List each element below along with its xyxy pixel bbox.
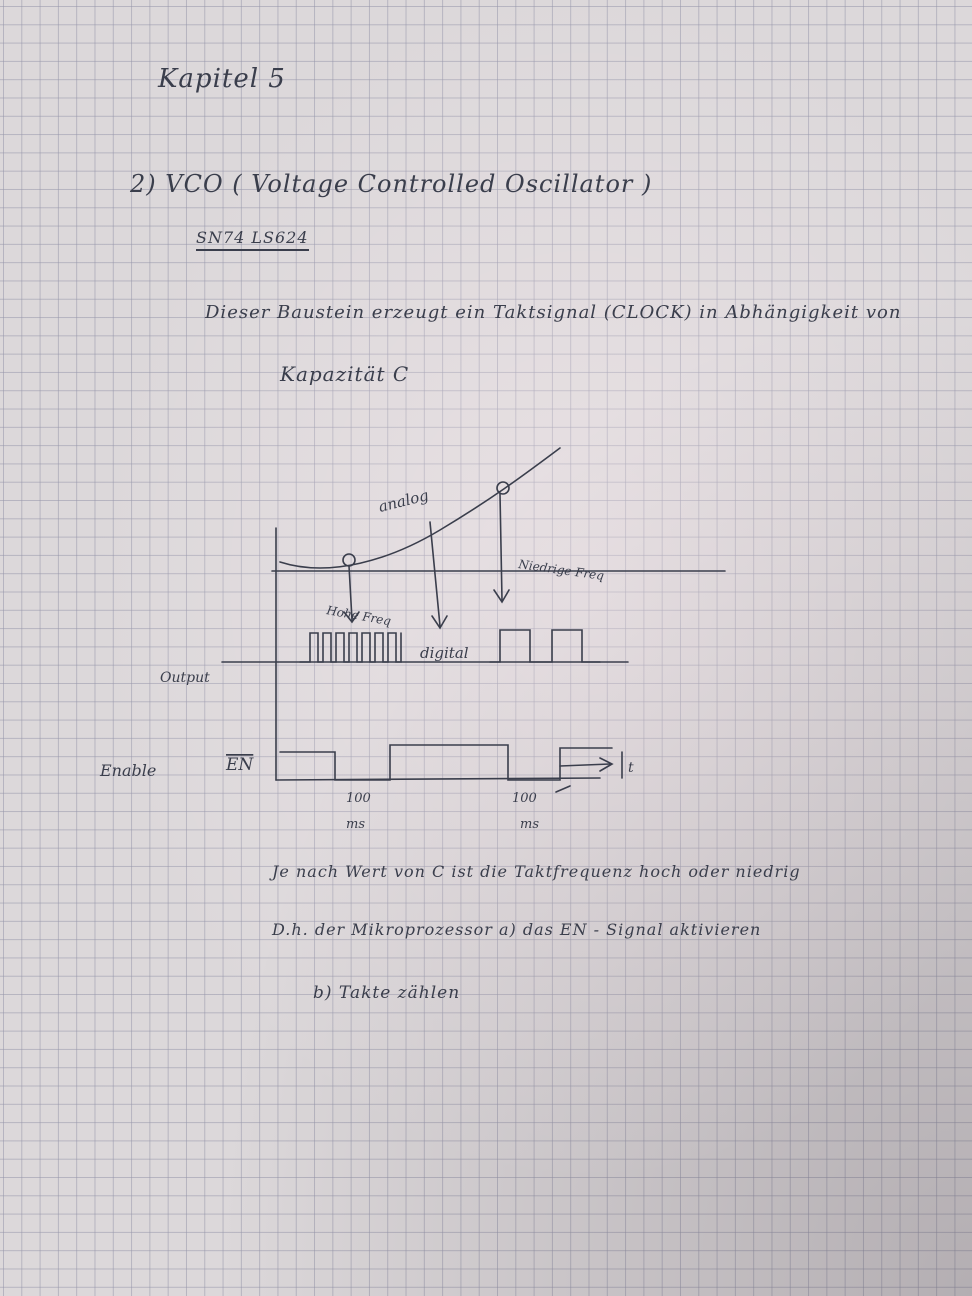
note-line-1: Je nach Wert von C ist die Taktfrequenz … <box>272 862 801 881</box>
enable-label: Enable <box>99 761 156 780</box>
arrow-low-freq <box>499 493 503 601</box>
output-label: Output <box>160 670 210 686</box>
digital-label: digital <box>420 644 469 662</box>
tick2-value: 100 <box>512 791 537 806</box>
chapter-heading: Kapitel 5 <box>158 64 286 94</box>
t-label: t <box>628 760 634 776</box>
enable-signal <box>279 744 613 781</box>
high-point-marker <box>496 481 510 495</box>
analog-curve <box>279 447 561 569</box>
tick1-unit: ms <box>346 817 365 832</box>
description-line-1: Dieser Baustein erzeugt ein Taktsignal (… <box>205 302 902 323</box>
tick1-value: 100 <box>346 791 371 806</box>
low-point-marker <box>342 553 356 567</box>
description-line-2: Kapazität C <box>280 362 410 386</box>
en-label: EN <box>225 755 254 775</box>
high-freq-label: Hohe Freq <box>324 603 392 628</box>
tick2-unit: ms <box>520 817 539 832</box>
analog-label: analog <box>377 486 431 516</box>
arrow-high-freq <box>348 565 353 621</box>
section-heading: 2) VCO ( Voltage Controlled Oscillator ) <box>130 170 653 198</box>
note-line-2: D.h. der Mikroprozessor a) das EN - Sign… <box>272 920 762 939</box>
enable-baseline <box>275 777 601 781</box>
note-line-3: b) Takte zählen <box>313 983 461 1003</box>
low-freq-label: Niedrige Freq <box>517 557 606 583</box>
arrow-digital <box>429 521 441 627</box>
slow-clock-pulses <box>489 629 601 663</box>
time-axis <box>559 763 611 767</box>
fast-clock-pulses <box>299 632 402 663</box>
part-number: SN74 LS624 <box>196 228 309 251</box>
